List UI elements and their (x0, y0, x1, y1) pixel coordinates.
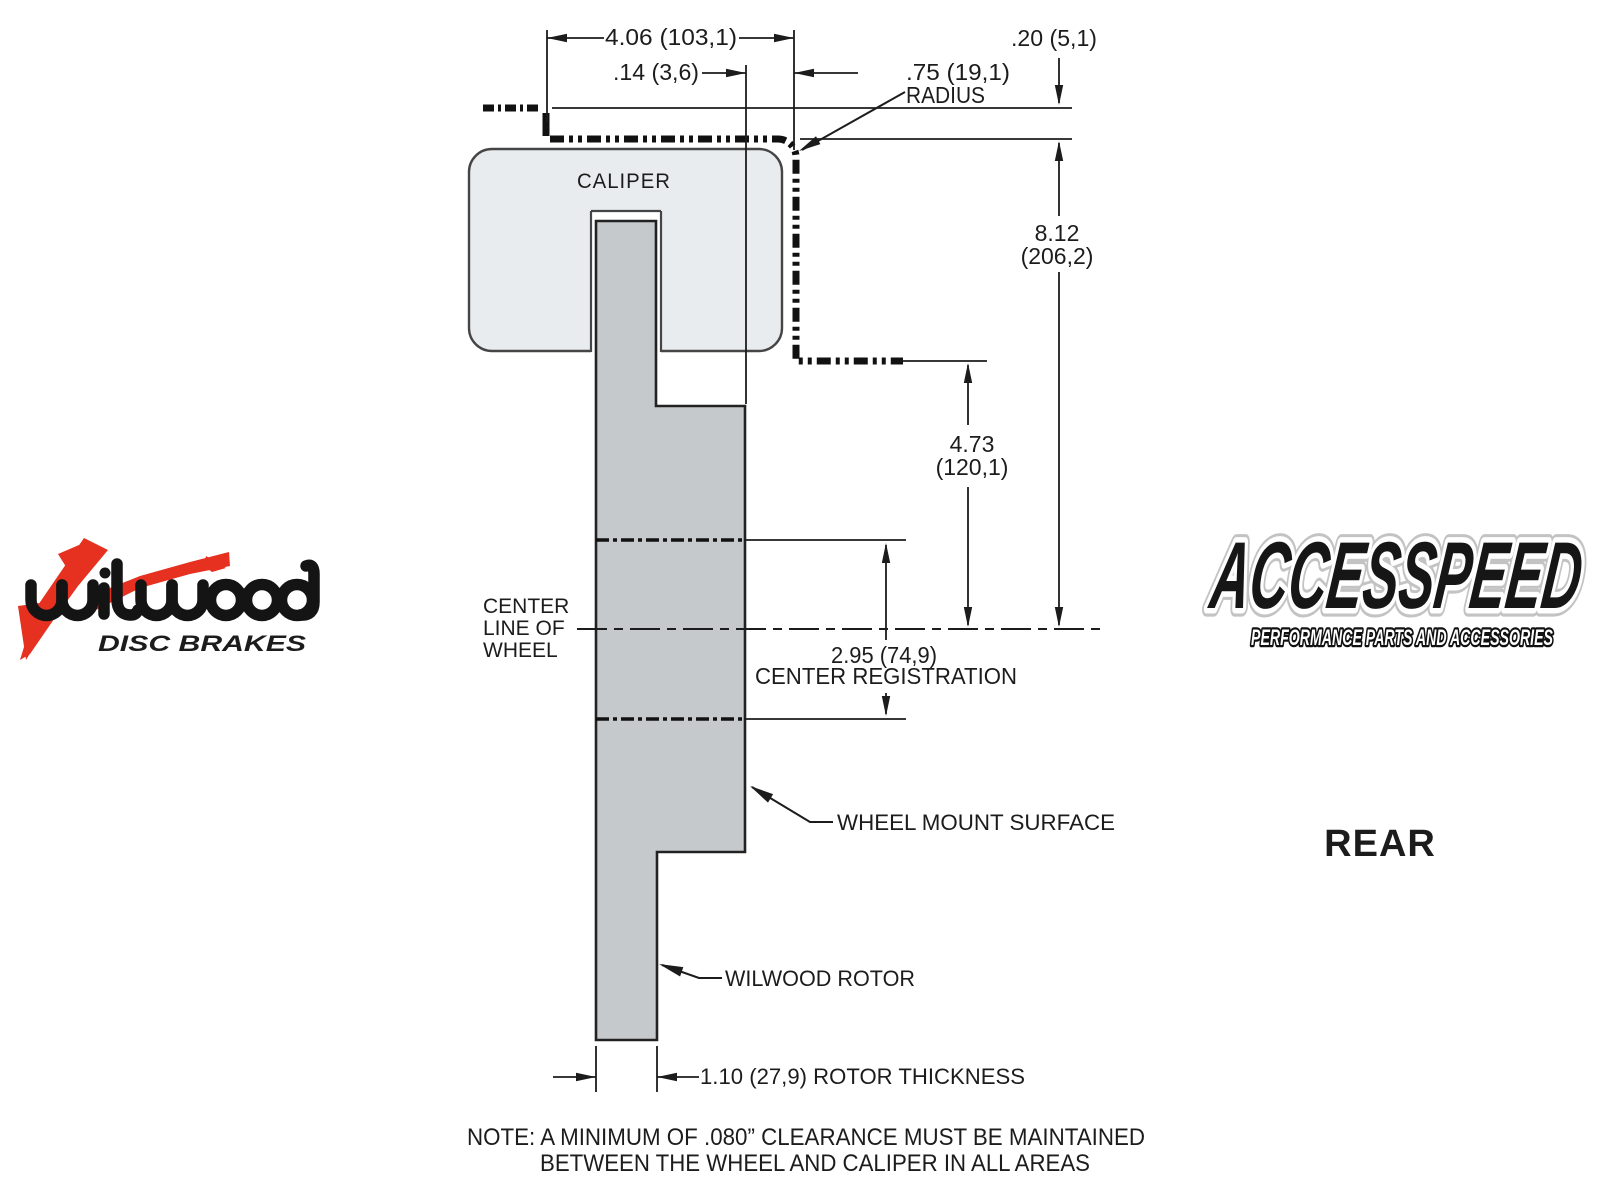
svg-text:REAR: REAR (1324, 823, 1436, 865)
svg-text:(120,1): (120,1) (936, 454, 1009, 480)
svg-text:ACCESSPEED: ACCESSPEED (1204, 524, 1588, 629)
svg-text:CENTER: CENTER (483, 595, 569, 618)
svg-text:WHEEL MOUNT SURFACE: WHEEL MOUNT SURFACE (837, 810, 1115, 835)
svg-text:ACCESSPEED: ACCESSPEED (1204, 524, 1588, 629)
svg-text:.14 (3,6): .14 (3,6) (613, 59, 699, 85)
svg-text:8.12: 8.12 (1035, 220, 1080, 246)
svg-text:1.10 (27,9) ROTOR THICKNESS: 1.10 (27,9) ROTOR THICKNESS (700, 1064, 1025, 1089)
svg-text:CALIPER: CALIPER (577, 170, 671, 193)
svg-text:WHEEL: WHEEL (483, 639, 558, 662)
svg-text:ACCESSPEED: ACCESSPEED (1204, 524, 1588, 629)
svg-text:RADIUS: RADIUS (906, 82, 985, 108)
svg-text:PERFORMANCE PARTS AND ACCESSOR: PERFORMANCE PARTS AND ACCESSORIES (1251, 625, 1553, 650)
svg-text:.20 (5,1): .20 (5,1) (1011, 25, 1097, 51)
svg-text:LINE OF: LINE OF (483, 617, 565, 640)
svg-text:NOTE: A MINIMUM OF .080” CLEAR: NOTE: A MINIMUM OF .080” CLEARANCE MUST … (467, 1124, 1145, 1151)
svg-text:.75 (19,1): .75 (19,1) (906, 59, 1010, 85)
svg-text:2.95 (74,9): 2.95 (74,9) (831, 642, 937, 668)
svg-text:WILWOOD ROTOR: WILWOOD ROTOR (725, 966, 915, 991)
svg-text:4.73: 4.73 (950, 431, 995, 457)
svg-text:CENTER REGISTRATION: CENTER REGISTRATION (755, 663, 1017, 689)
svg-text:BETWEEN THE WHEEL AND CALIPER: BETWEEN THE WHEEL AND CALIPER IN ALL ARE… (540, 1150, 1090, 1177)
svg-text:DISC BRAKES: DISC BRAKES (98, 631, 306, 656)
svg-text:4.06 (103,1): 4.06 (103,1) (605, 24, 737, 50)
svg-text:(206,2): (206,2) (1021, 243, 1094, 269)
svg-text:PERFORMANCE PARTS AND ACCESSOR: PERFORMANCE PARTS AND ACCESSORIES (1251, 625, 1553, 650)
